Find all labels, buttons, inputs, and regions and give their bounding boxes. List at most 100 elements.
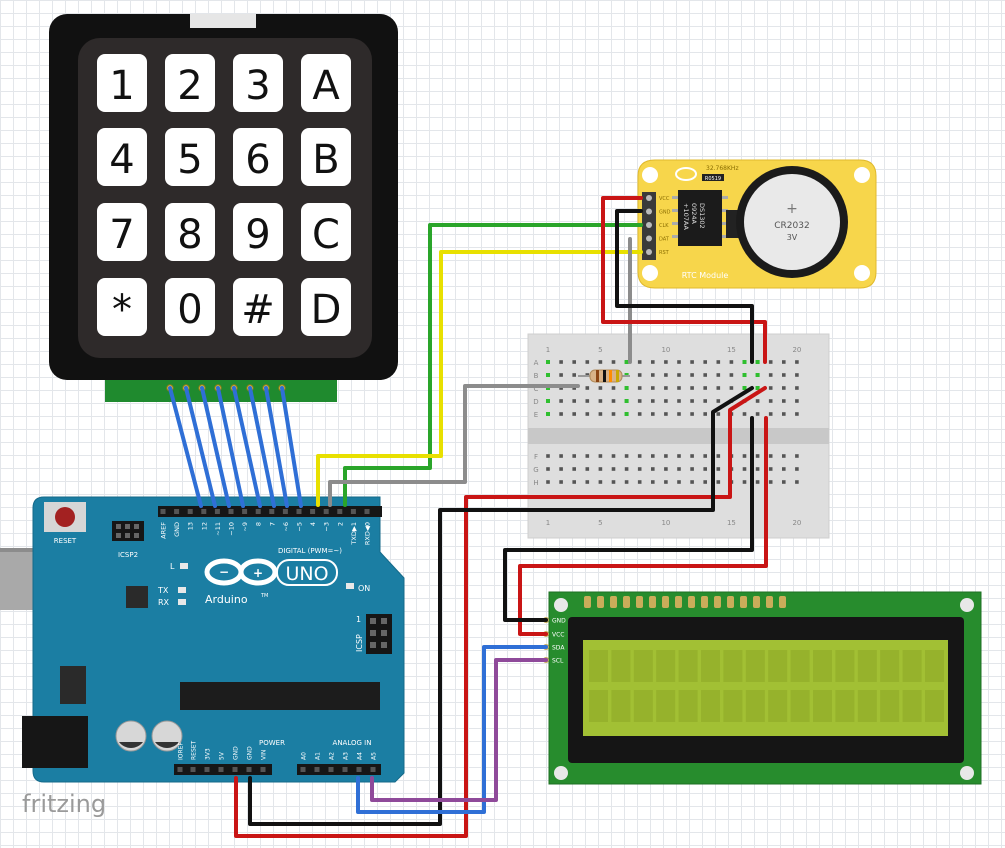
header-pin[interactable] <box>190 767 196 772</box>
lcd-top-pin <box>701 596 708 608</box>
capacitors <box>115 720 183 752</box>
wire-grey-resistor <box>328 384 580 507</box>
digital-pin[interactable] <box>255 509 261 514</box>
bb-col-label-bottom: 1 <box>546 519 550 527</box>
header-pin[interactable] <box>204 767 210 772</box>
digital-pin[interactable] <box>323 509 329 514</box>
wire-keypad-4 <box>216 386 245 508</box>
key-6[interactable]: 6 <box>233 128 283 186</box>
bb-row-label: D <box>533 398 538 406</box>
header-pin[interactable] <box>232 767 238 772</box>
uno-badge <box>276 559 338 586</box>
bb-col-label-top: 20 <box>792 346 801 354</box>
key-0[interactable]: 0 <box>165 278 215 336</box>
digital-pin[interactable] <box>364 509 370 514</box>
key-5[interactable]: 5 <box>165 128 215 186</box>
bottom-pin-label: 5V <box>219 751 226 760</box>
digital-pin[interactable] <box>296 509 302 514</box>
digital-pin-label: RXD◀0 <box>364 522 372 545</box>
lcd-top-pin <box>610 596 617 608</box>
rtc-chip-label-2: 0924A <box>690 203 698 225</box>
header-pin[interactable] <box>314 767 320 772</box>
bb-col-label-top: 15 <box>727 346 736 354</box>
uno-label: UNO <box>285 563 328 585</box>
header-pin[interactable] <box>356 767 362 772</box>
bb-row-label: F <box>534 453 538 461</box>
key-c[interactable]: C <box>301 203 351 261</box>
digital-pin[interactable] <box>174 509 180 514</box>
battery-label: CR2032 <box>774 221 809 231</box>
key-3[interactable]: 3 <box>233 54 283 112</box>
led-tx-label: TX <box>157 586 169 595</box>
key-label: 9 <box>245 212 270 258</box>
bb-row-label: H <box>533 479 538 487</box>
key-4[interactable]: 4 <box>97 128 147 186</box>
header-pin[interactable] <box>328 767 334 772</box>
digital-pin-label: 7 <box>268 522 276 526</box>
keypad-tab <box>190 14 256 28</box>
lcd-top-pin <box>727 596 734 608</box>
wire-keypad-7 <box>264 386 289 508</box>
digital-pin-label: 4 <box>309 522 317 526</box>
key-8[interactable]: 8 <box>165 203 215 261</box>
key-d[interactable]: D <box>301 278 351 336</box>
key-label: # <box>241 287 275 333</box>
bottom-pin-label: GND <box>233 746 240 760</box>
digital-pin[interactable] <box>350 509 356 514</box>
header-pin[interactable] <box>246 767 252 772</box>
lcd-i2c-pins <box>543 617 549 663</box>
digital-pin-label: ~10 <box>228 522 236 536</box>
key-label: A <box>312 63 340 109</box>
header-pin[interactable] <box>177 767 183 772</box>
digital-pin[interactable] <box>269 509 275 514</box>
key-label: 3 <box>245 63 270 109</box>
reset-label: RESET <box>54 537 77 545</box>
icsp-label: ICSP <box>355 634 364 652</box>
digital-label: DIGITAL (PWM=~) <box>278 547 342 555</box>
digital-pin[interactable] <box>282 509 288 514</box>
wire-purple-scl <box>370 658 548 802</box>
atmega-chip <box>180 682 380 710</box>
key-7[interactable]: 7 <box>97 203 147 261</box>
key-a[interactable]: A <box>301 54 351 112</box>
bottom-pin-label: A2 <box>329 752 336 760</box>
bb-col-label-top: 10 <box>661 346 670 354</box>
key-label: 1 <box>109 63 134 109</box>
rtc-pin-rst <box>646 249 652 255</box>
header-pin[interactable] <box>300 767 306 772</box>
digital-pin[interactable] <box>242 509 248 514</box>
rtc-resistor-smd <box>702 174 724 181</box>
digital-pin[interactable] <box>201 509 207 514</box>
key-label: 4 <box>109 137 134 183</box>
digital-pin[interactable] <box>310 509 316 514</box>
bottom-pin-label: A0 <box>301 752 308 760</box>
battery-voltage: 3V <box>787 233 798 242</box>
header-pin[interactable] <box>260 767 266 772</box>
key-b[interactable]: B <box>301 128 351 186</box>
header-pin[interactable] <box>218 767 224 772</box>
digital-pin[interactable] <box>187 509 193 514</box>
key-9[interactable]: 9 <box>233 203 283 261</box>
lcd-top-pin <box>753 596 760 608</box>
digital-pin-label: GND <box>173 522 181 537</box>
key-2[interactable]: 2 <box>165 54 215 112</box>
rtc-chip-label-1: DS1302 <box>698 203 706 229</box>
key-1[interactable]: 1 <box>97 54 147 112</box>
lcd-display <box>543 591 982 785</box>
digital-pin[interactable] <box>160 509 166 514</box>
svg-text:+: + <box>253 566 263 580</box>
digital-pin[interactable] <box>337 509 343 514</box>
header-pin[interactable] <box>342 767 348 772</box>
bottom-pin-label: RESET <box>191 740 198 760</box>
digital-pin[interactable] <box>214 509 220 514</box>
key-star[interactable]: * <box>97 278 147 336</box>
digital-pin-label: 12 <box>200 522 208 530</box>
digital-pin[interactable] <box>228 509 234 514</box>
key-hash[interactable]: # <box>233 278 283 336</box>
analog-header <box>297 764 381 775</box>
header-pin[interactable] <box>370 767 376 772</box>
